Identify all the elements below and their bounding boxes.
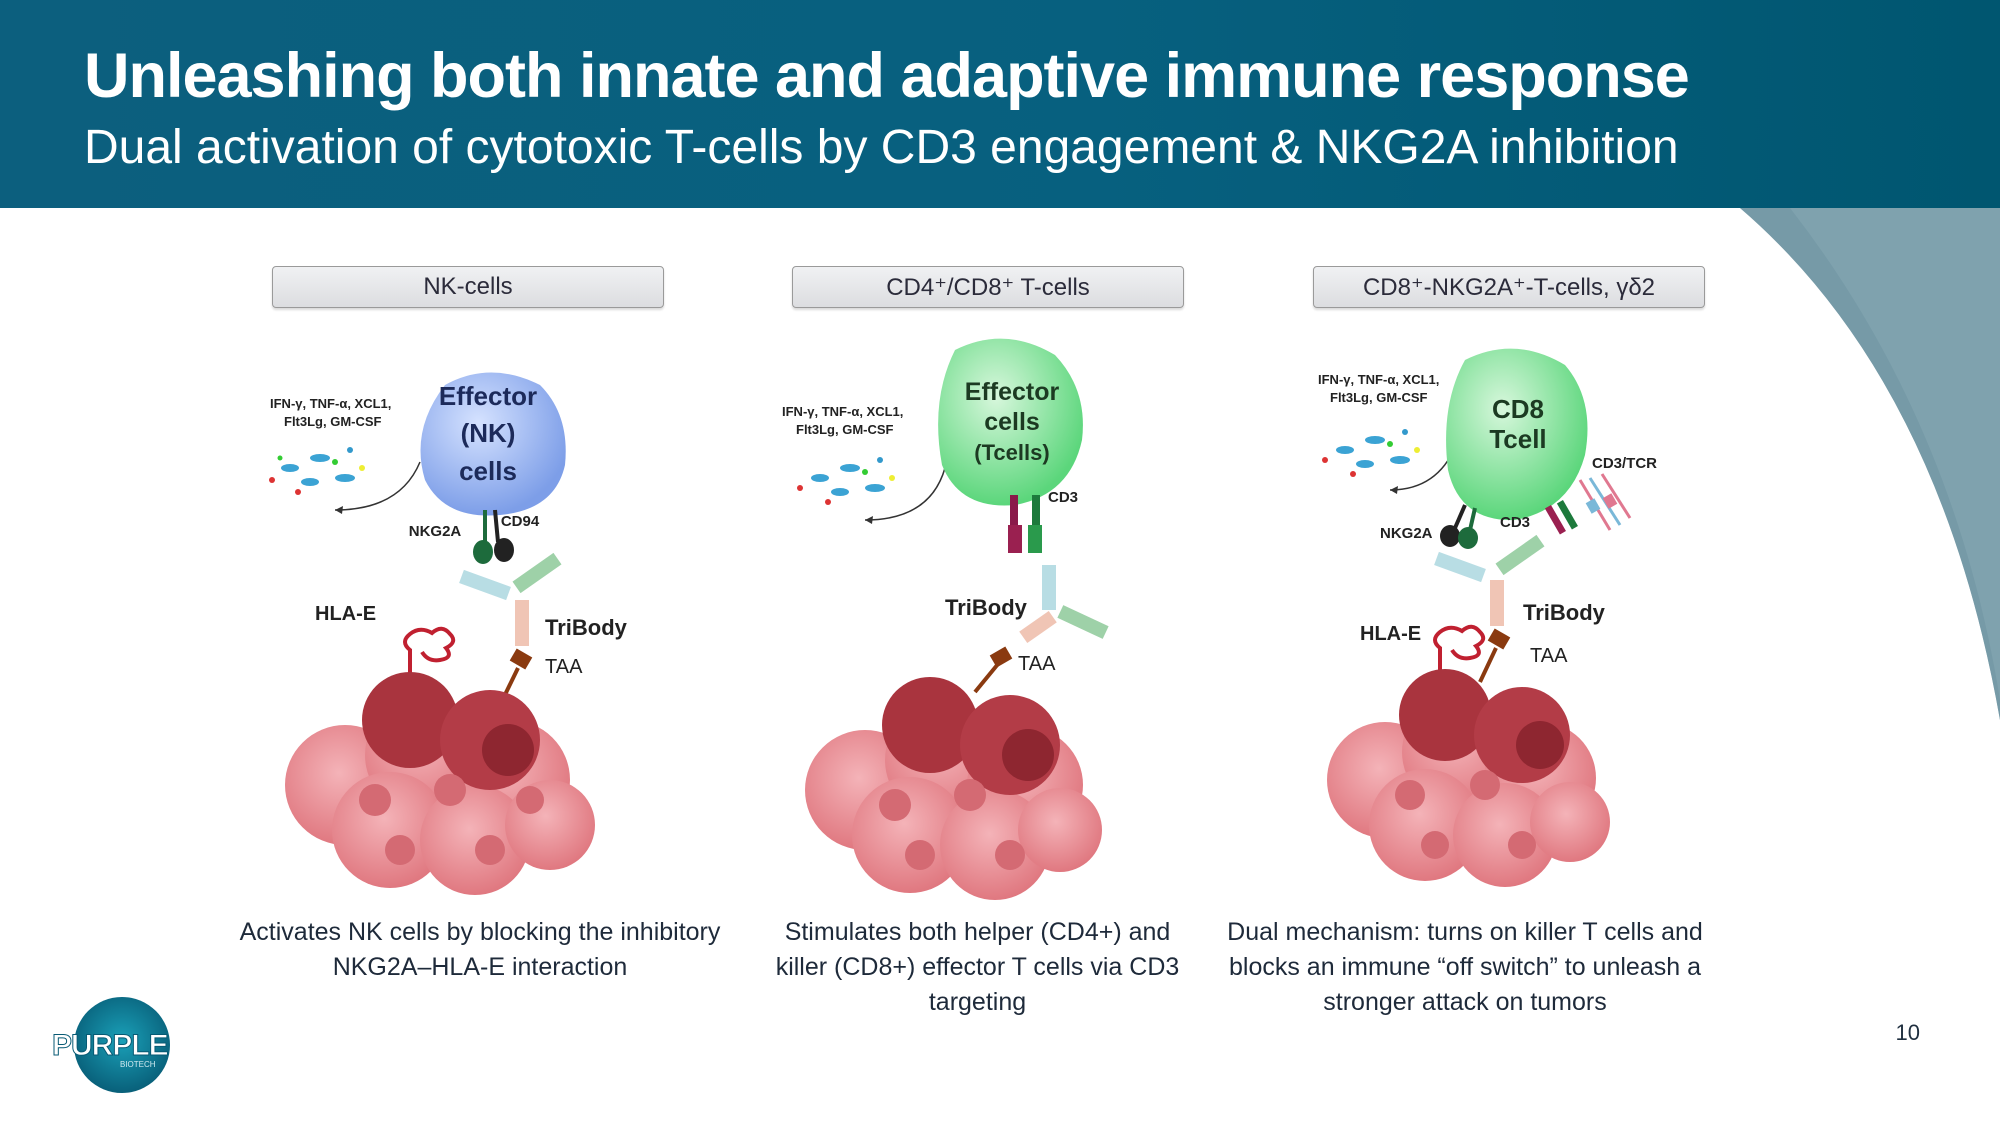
nk-cell-diagram: IFN-γ, TNF-α, XCL1, Flt3Lg, GM-CSF Effec… (269, 372, 628, 895)
cell-title-line-3: (Tcells) (974, 440, 1049, 465)
cell-title-line-2: (NK) (461, 418, 516, 448)
effector-t-cell (938, 338, 1083, 506)
tribody-label: TriBody (945, 595, 1028, 620)
caption-line: killer (CD8+) effector T cells via CD3 (775, 953, 1180, 981)
nk-effector-cell (420, 372, 566, 516)
page-number: 10 (1895, 1020, 1920, 1045)
header-banner: Unleashing both innate and adaptive immu… (0, 0, 2000, 208)
taa-label: TAA (545, 656, 583, 678)
cytokine-label-1: IFN-γ, TNF-α, XCL1, (270, 396, 391, 411)
logo-text: PURPLE (52, 1029, 168, 1062)
caption-line: Dual mechanism: turns on killer T cells … (1227, 918, 1703, 946)
cell-title-line-2: Tcell (1489, 424, 1546, 454)
tribody-label: TriBody (545, 615, 628, 640)
receptor-label-cd94: CD94 (501, 513, 540, 530)
cell-title-line-3: cells (459, 456, 517, 486)
hla-e-label: HLA-E (1360, 623, 1421, 645)
cell-title-line-1: CD8 (1492, 394, 1544, 424)
caption-t-cells: Stimulates both helper (CD4+) and killer… (760, 915, 1195, 1020)
cytokine-label-2: Flt3Lg, GM-CSF (284, 414, 382, 429)
receptor-label-nkg2a: NKG2A (1380, 525, 1433, 542)
caption-line: targeting (928, 988, 1027, 1016)
cell-title-line-1: Effector (965, 378, 1060, 406)
cytokine-dots (269, 447, 421, 514)
logo-subtext: BIOTECH (120, 1060, 156, 1069)
cd8-t-cell-diagram: IFN-γ, TNF-α, XCL1, Flt3Lg, GM-CSF CD8 T… (1318, 348, 1657, 887)
cytokine-label-2: Flt3Lg, GM-CSF (1330, 390, 1428, 405)
caption-cd8-nkg2a: Dual mechanism: turns on killer T cells … (1200, 915, 1730, 1020)
caption-line: Stimulates both helper (CD4+) and (784, 918, 1171, 946)
receptor-label-cd3-tcr: CD3/TCR (1592, 455, 1657, 472)
cell-title-line-2: cells (984, 408, 1040, 436)
caption-line: stronger attack on tumors (1323, 988, 1607, 1016)
cd8-t-cell (1446, 348, 1588, 521)
caption-line: Activates NK cells by blocking the inhib… (239, 918, 721, 946)
purple-biotech-logo: PURPLE BIOTECH (52, 997, 170, 1093)
cytokine-label-2: Flt3Lg, GM-CSF (796, 422, 894, 437)
cytokine-label-1: IFN-γ, TNF-α, XCL1, (1318, 372, 1439, 387)
receptor-label-cd3: CD3 (1500, 514, 1530, 531)
tribody-antibody (1434, 534, 1545, 683)
cell-title-line-1: Effector (439, 381, 537, 411)
tribody-label: TriBody (1523, 600, 1606, 625)
caption-nk-cells: Activates NK cells by blocking the inhib… (215, 915, 745, 985)
receptor-label-cd3: CD3 (1048, 489, 1078, 506)
panel-label-nk-cells: NK-cells (272, 266, 664, 308)
tumor-cluster (1327, 669, 1610, 887)
cytokine-label-1: IFN-γ, TNF-α, XCL1, (782, 404, 903, 419)
hla-e-label: HLA-E (315, 603, 376, 625)
cytokine-dots (1322, 429, 1459, 494)
page-subtitle: Dual activation of cytotoxic T-cells by … (84, 121, 1679, 174)
receptor-label-nkg2a: NKG2A (409, 523, 462, 540)
tumor-cluster (285, 672, 595, 895)
page-title: Unleashing both innate and adaptive immu… (84, 41, 1690, 111)
hla-e-molecule (1433, 624, 1486, 670)
cytokine-dots (797, 457, 946, 524)
tribody-antibody (459, 552, 562, 706)
caption-line: blocks an immune “off switch” to unleash… (1229, 953, 1701, 981)
hla-e-molecule (403, 626, 456, 675)
t-cell-diagram: IFN-γ, TNF-α, XCL1, Flt3Lg, GM-CSF Effec… (782, 338, 1109, 900)
panel-label-t-cells: CD4⁺/CD8⁺ T-cells (792, 266, 1184, 308)
tribody-antibody (973, 565, 1109, 694)
taa-label: TAA (1530, 645, 1568, 667)
panel-label-cd8-nkg2a: CD8⁺-NKG2A⁺-T-cells, γδ2 (1313, 266, 1705, 308)
tumor-cluster (805, 677, 1102, 900)
taa-label: TAA (1018, 653, 1056, 675)
caption-line: NKG2A–HLA-E interaction (332, 953, 628, 981)
